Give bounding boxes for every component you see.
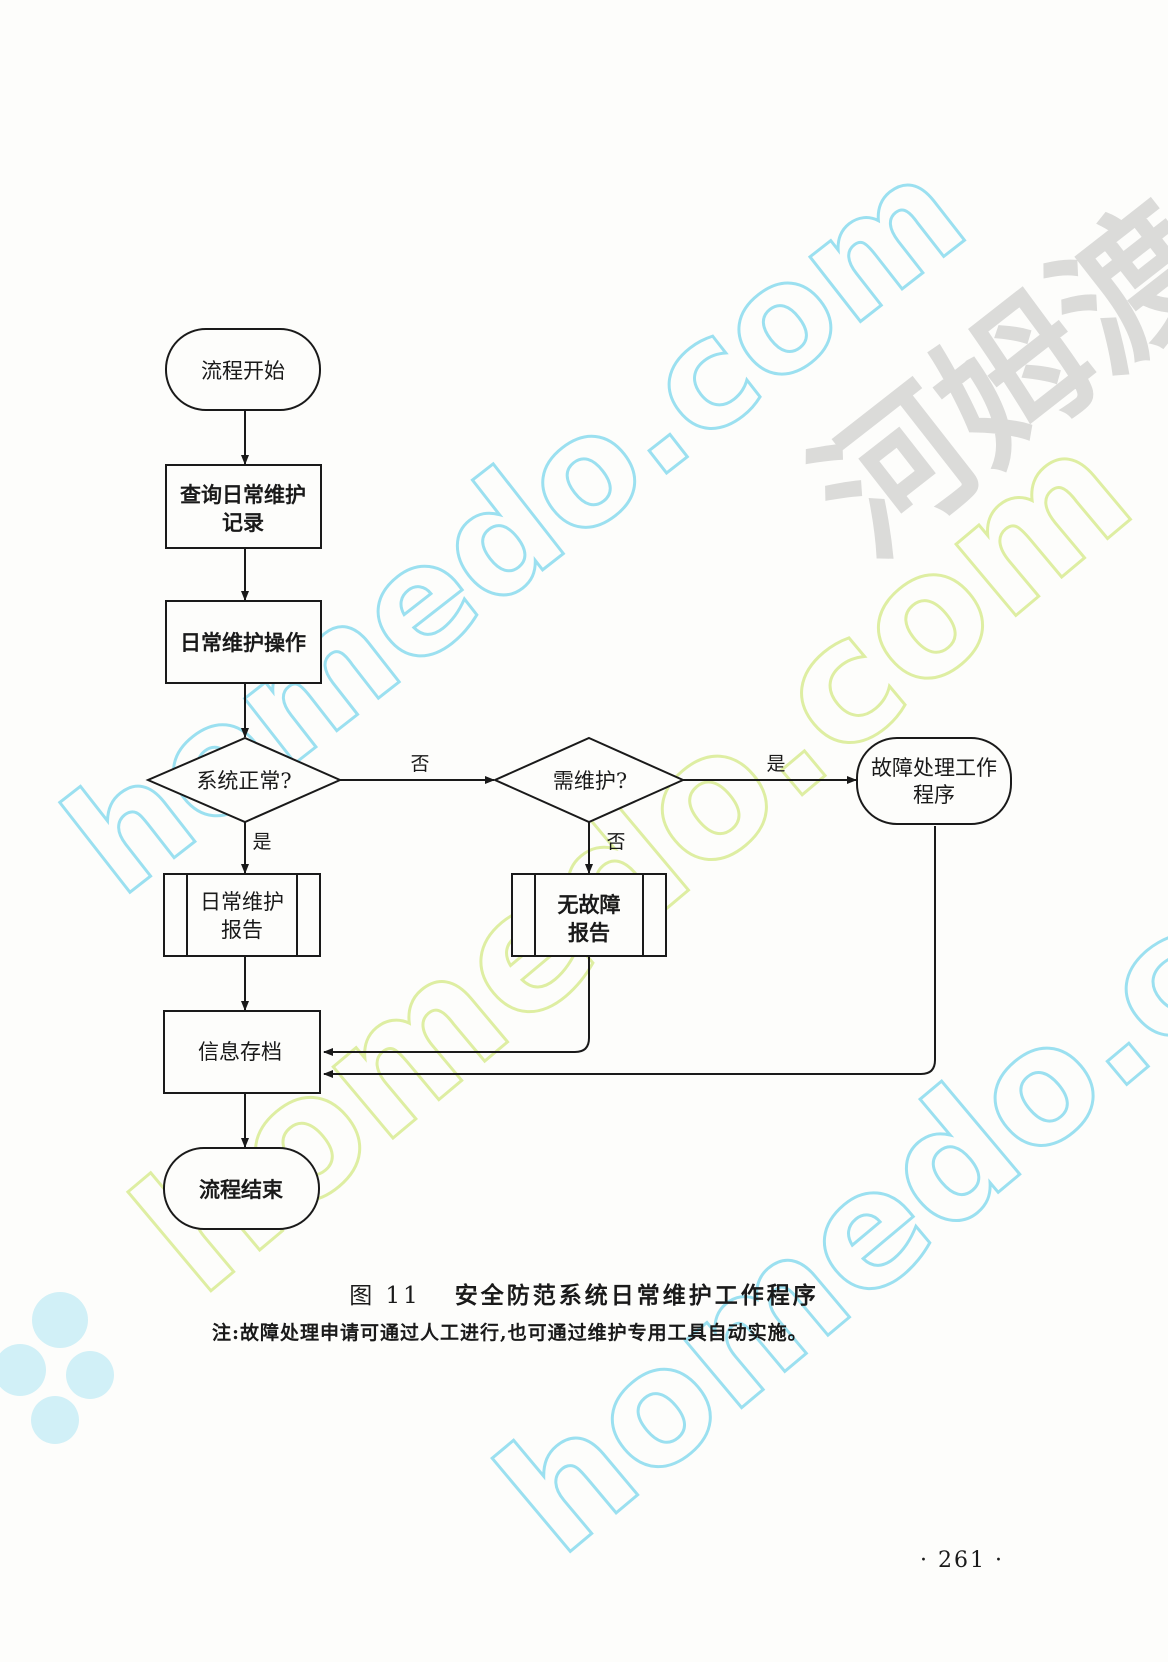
edge-nofault-to-archive [323,956,590,1056]
decision-system-normal-label: 系统正常? [196,769,291,793]
edge-label-need-no: 否 [606,831,625,853]
figure-number: 图 11 [349,1283,421,1309]
page-number: · 261 · [920,1548,1004,1573]
node-no-fault-report-line2: 报告 [568,920,610,945]
node-no-fault-report: 无故障 报告 [511,873,667,957]
node-end-label: 流程结束 [199,1177,284,1202]
edge-label-normal-no: 否 [410,753,429,775]
node-daily-report: 日常维护 报告 [163,873,321,957]
node-no-fault-report-line1: 无故障 [558,892,621,917]
node-daily-report-line1: 日常维护 [200,890,284,914]
node-fault-procedure-line1: 故障处理工作 [871,756,997,780]
node-end: 流程结束 [163,1147,320,1230]
node-fault-procedure: 故障处理工作 程序 [856,737,1012,825]
node-archive-label: 信息存档 [198,1040,282,1064]
decision-need-maintenance: 需维护? [492,736,686,824]
node-query-record-line2: 记录 [222,510,264,535]
node-fault-procedure-line2: 程序 [913,783,955,807]
node-query-record: 查询日常维护 记录 [165,464,322,549]
decision-need-maintenance-label: 需维护? [553,769,627,793]
node-daily-operation-label: 日常维护操作 [180,630,306,655]
node-archive: 信息存档 [163,1010,321,1094]
edge-fault-to-archive [323,826,936,1078]
decision-system-normal: 系统正常? [145,736,343,824]
edge-label-need-yes: 是 [766,753,785,775]
watermark-flower-icon [0,1292,114,1444]
node-query-record-line1: 查询日常维护 [180,482,306,507]
node-start: 流程开始 [165,328,321,411]
node-daily-report-line2: 报告 [221,918,263,942]
node-daily-operation: 日常维护操作 [165,600,322,684]
figure-caption: 图 11 安全防范系统日常维护工作程序 [0,1276,1168,1310]
figure-title: 安全防范系统日常维护工作程序 [454,1282,819,1309]
flow-edges [241,410,936,1148]
figure-note: 注:故障处理申请可通过人工进行,也可通过维护专用工具自动实施。 [212,1322,808,1344]
edge-label-normal-yes: 是 [252,831,271,853]
node-start-label: 流程开始 [201,359,285,383]
